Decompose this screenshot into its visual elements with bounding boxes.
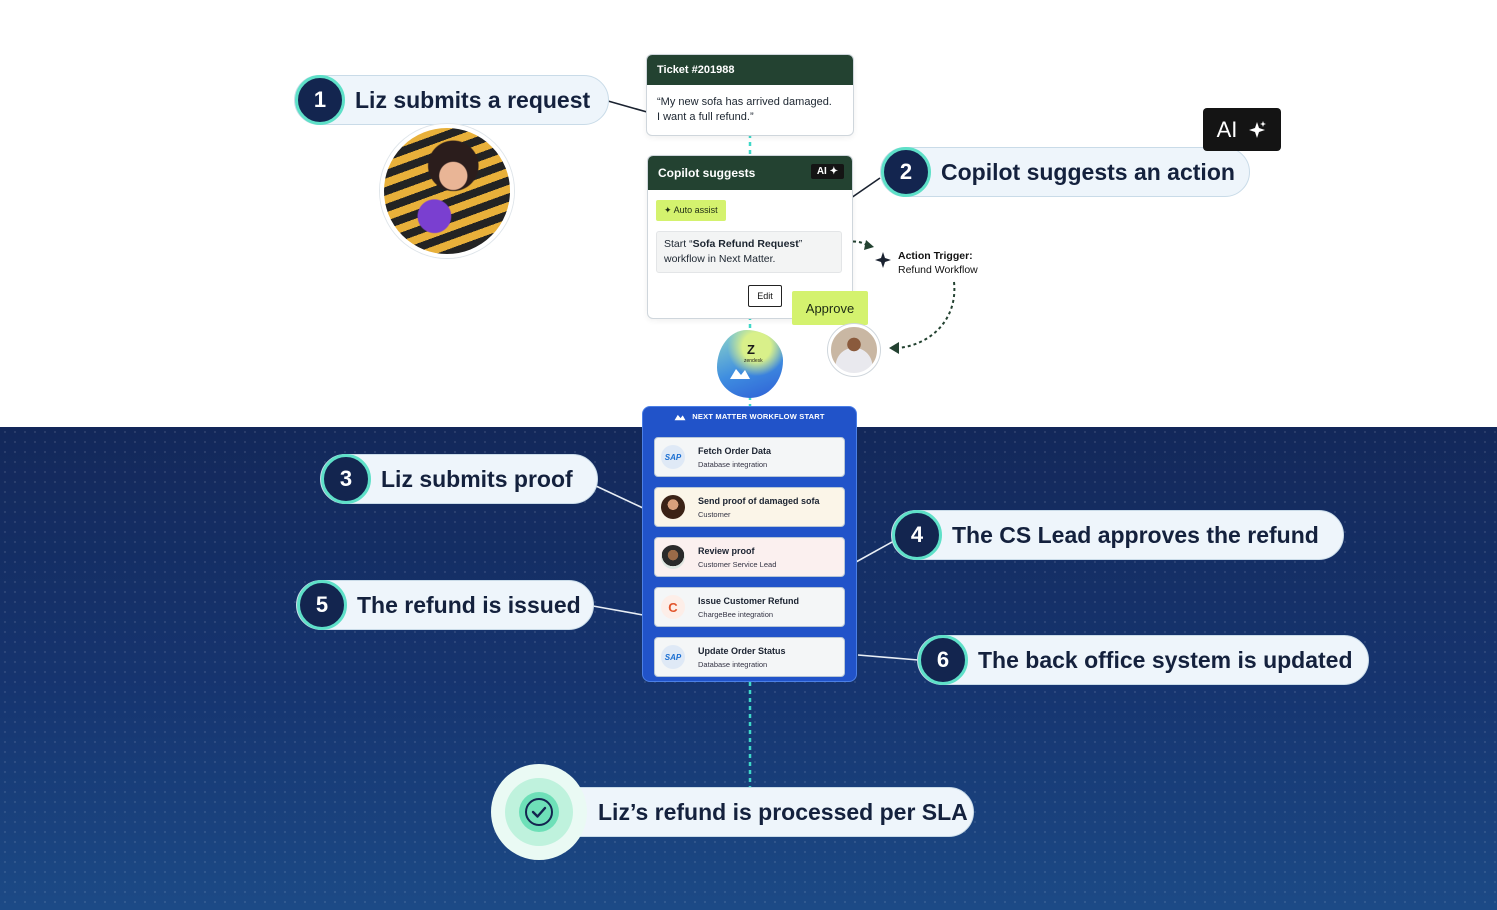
sap-icon: SAP (661, 445, 685, 469)
workflow-step-review-proof[interactable]: Review proof Customer Service Lead (654, 537, 845, 577)
step-6-pill: 6 The back office system is updated (917, 635, 1369, 685)
liz-avatar (380, 124, 514, 258)
step-2-label: Copilot suggests an action (941, 158, 1235, 185)
step-6-label: The back office system is updated (978, 646, 1353, 673)
step-subtitle: Customer (698, 510, 731, 519)
ticket-body: “My new sofa has arrived damaged. I want… (647, 85, 853, 135)
workflow-panel: NEXT MATTER WORKFLOW START SAP Fetch Ord… (642, 406, 857, 682)
lead-avatar-icon (661, 545, 685, 569)
approve-button[interactable]: Approve (792, 291, 868, 325)
step-5-badge: 5 (297, 580, 347, 630)
sparkle-icon: ✦ (664, 205, 672, 215)
check-icon (525, 798, 553, 826)
step-subtitle: Database integration (698, 660, 768, 669)
workflow-header: NEXT MATTER WORKFLOW START (643, 412, 856, 421)
customer-avatar-icon (661, 495, 685, 519)
zendesk-mark: Z (747, 342, 755, 357)
step-4-label: The CS Lead approves the refund (952, 521, 1319, 548)
next-matter-icon (674, 414, 686, 421)
copilot-ai-badge: AI ✦ (810, 164, 844, 179)
sap-icon: SAP (661, 645, 685, 669)
step-3-badge: 3 (321, 454, 371, 504)
workflow-step-send-proof[interactable]: Send proof of damaged sofa Customer (654, 487, 845, 527)
step-title: Fetch Order Data (698, 446, 772, 456)
step-title: Update Order Status (698, 646, 786, 656)
workflow-step-fetch-order[interactable]: SAP Fetch Order Data Database integratio… (654, 437, 845, 477)
step-title: Issue Customer Refund (698, 596, 800, 606)
step-subtitle: ChargeBee integration (698, 610, 774, 619)
sparkle-icon (1249, 120, 1267, 138)
step-1-pill: 1 Liz submits a request (294, 75, 609, 125)
chargebee-icon: C (661, 595, 685, 619)
workflow-name: Sofa Refund Request (692, 238, 799, 250)
cs-lead-avatar (828, 324, 880, 376)
step-5-label: The refund is issued (357, 591, 581, 618)
suggestion-box: Start “Sofa Refund Request” workflow in … (656, 231, 842, 273)
ai-badge: AI (1203, 108, 1281, 151)
step-1-label: Liz submits a request (355, 86, 591, 113)
step-2-badge: 2 (881, 147, 931, 197)
final-outcome-pill: Liz’s refund is processed per SLA (540, 787, 974, 837)
workflow-step-issue-refund[interactable]: C Issue Customer Refund ChargeBee integr… (654, 587, 845, 627)
step-subtitle: Customer Service Lead (698, 560, 777, 569)
step-4-badge: 4 (892, 510, 942, 560)
final-outcome-label: Liz’s refund is processed per SLA (598, 798, 968, 825)
step-6-badge: 6 (918, 635, 968, 685)
zendesk-text: zendesk (744, 358, 763, 364)
step-title: Send proof of damaged sofa (698, 496, 820, 506)
step-3-label: Liz submits proof (381, 465, 573, 492)
ticket-message-line-2: I want a full refund.” (657, 111, 754, 123)
edit-button[interactable]: Edit (748, 285, 782, 307)
step-5-pill: 5 The refund is issued (296, 580, 594, 630)
sparkle-icon: ✦ (829, 166, 838, 177)
ticket-title: Ticket #201988 (647, 55, 853, 85)
next-matter-icon (730, 369, 750, 379)
step-subtitle: Database integration (698, 460, 768, 469)
step-title: Review proof (698, 546, 755, 556)
action-trigger: Action Trigger: Refund Workflow (898, 250, 978, 276)
step-4-pill: 4 The CS Lead approves the refund (891, 510, 1344, 560)
check-badge (491, 764, 587, 860)
zendesk-logo: Z zendesk (717, 330, 783, 398)
workflow-step-update-status[interactable]: SAP Update Order Status Database integra… (654, 637, 845, 677)
auto-assist-chip[interactable]: ✦ Auto assist (656, 200, 726, 221)
step-2-pill: 2 Copilot suggests an action (880, 147, 1250, 197)
step-3-pill: 3 Liz submits proof (320, 454, 598, 504)
step-1-badge: 1 (295, 75, 345, 125)
ticket-message-line-1: “My new sofa has arrived damaged. (657, 96, 832, 108)
ticket-card: Ticket #201988 “My new sofa has arrived … (646, 54, 854, 136)
